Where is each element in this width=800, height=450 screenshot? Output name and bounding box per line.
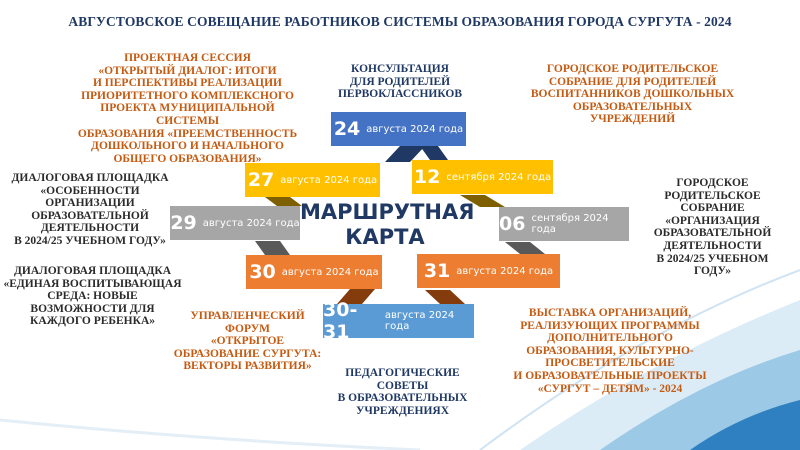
event-consultation: КОНСУЛЬТАЦИЯ ДЛЯ РОДИТЕЛЕЙ ПЕРВОКЛАССНИК… (337, 63, 463, 101)
connector (460, 195, 505, 207)
page-header-title: АВГУСТОВСКОЕ СОВЕЩАНИЕ РАБОТНИКОВ СИСТЕМ… (68, 14, 732, 29)
event-exhibition: ВЫСТАВКА ОРГАНИЗАЦИЙ, РЕАЛИЗУЮЩИХ ПРОГРА… (513, 307, 707, 395)
event-project-session: ПРОЕКТНАЯ СЕССИЯ «ОТКРЫТЫЙ ДИАЛОГ: ИТОГИ… (77, 52, 298, 165)
connector (337, 289, 375, 304)
date-number: 06 (499, 213, 526, 235)
connector (385, 146, 425, 162)
connector (255, 241, 290, 255)
date-box-31-aug: 31 августа 2024 года (417, 254, 560, 288)
date-label: августа 2024 года (280, 174, 378, 186)
date-number: 30 (249, 261, 276, 283)
connector (265, 197, 302, 206)
date-box-12-sep: 12 сентября 2024 года (412, 160, 553, 194)
date-box-27-aug: 27 августа 2024 года (245, 163, 380, 197)
date-number: 12 (413, 166, 441, 188)
event-city-meeting-organization: ГОРОДСКОЕ РОДИТЕЛЬСКОЕ СОБРАНИЕ «ОРГАНИЗ… (653, 177, 772, 278)
date-number: 27 (247, 169, 275, 191)
date-label: сентября 2024 года (531, 213, 609, 235)
date-number: 29 (170, 212, 197, 234)
event-dialog-environment: ДИАЛОГОВАЯ ПЛОЩАДКА «ЕДИНАЯ ВОСПИТЫВАЮЩА… (3, 265, 182, 328)
date-number: 31 (423, 260, 451, 282)
connector (420, 146, 448, 160)
date-label: августа 2024 года (366, 123, 464, 135)
date-box-30-31-aug: 30-31 августа 2024 года (323, 299, 474, 343)
date-box-24-aug: 24 августа 2024 года (331, 112, 466, 146)
event-management-forum: УПРАВЛЕНЧЕСКИЙ ФОРУМ «ОТКРЫТОЕ ОБРАЗОВАН… (173, 310, 322, 373)
event-city-meeting-preschool: ГОРОДСКОЕ РОДИТЕЛЬСКОЕ СОБРАНИЕ ДЛЯ РОДИ… (530, 63, 735, 126)
event-dialog-organization: ДИАЛОГОВАЯ ПЛОЩАДКА «ОСОБЕННОСТИ ОРГАНИЗ… (11, 172, 169, 247)
date-label: августа 2024 года (281, 266, 379, 278)
date-label: августа 2024 года (456, 265, 554, 277)
map-title: МАРШРУТНАЯ КАРТА (300, 200, 475, 249)
date-box-30-aug: 30 августа 2024 года (246, 255, 382, 289)
date-number: 30-31 (323, 299, 358, 343)
date-label: сентября 2024 года (446, 171, 552, 183)
connector (425, 290, 465, 304)
date-label: августа 2024 года (202, 217, 300, 229)
connector (505, 242, 545, 254)
date-number: 24 (333, 118, 361, 140)
event-pedagogical-councils: ПЕДАГОГИЧЕСКИЕ СОВЕТЫ В ОБРАЗОВАТЕЛЬНЫХ … (337, 367, 468, 417)
date-label: августа 2024 года (384, 310, 455, 332)
date-box-29-aug: 29 августа 2024 года (170, 206, 300, 240)
